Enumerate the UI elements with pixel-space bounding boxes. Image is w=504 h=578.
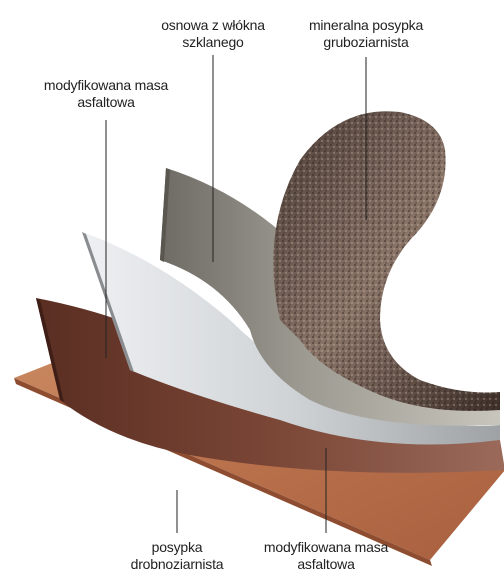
label-fiberglass-line2: szklanego (143, 34, 283, 51)
label-asphalt-top-line2: asfaltowa (34, 94, 178, 111)
label-fiberglass-base: osnowa z włókna szklanego (143, 17, 283, 51)
label-modified-asphalt-bottom: modyfikowana masa asfaltowa (254, 539, 398, 573)
label-fine-line2: drobnoziarnista (112, 556, 242, 573)
label-mineral-line1: mineralna posypka (296, 17, 436, 34)
label-fiberglass-line1: osnowa z włókna (143, 17, 283, 34)
label-mineral-coarse: mineralna posypka gruboziarnista (296, 17, 436, 51)
label-modified-asphalt-top: modyfikowana masa asfaltowa (34, 77, 178, 111)
label-mineral-line2: gruboziarnista (296, 34, 436, 51)
label-asphalt-top-line1: modyfikowana masa (34, 77, 178, 94)
label-fine-line1: posypka (112, 539, 242, 556)
label-fine-sprinkle: posypka drobnoziarnista (112, 539, 242, 573)
label-asphalt-bottom-line2: asfaltowa (254, 556, 398, 573)
label-asphalt-bottom-line1: modyfikowana masa (254, 539, 398, 556)
